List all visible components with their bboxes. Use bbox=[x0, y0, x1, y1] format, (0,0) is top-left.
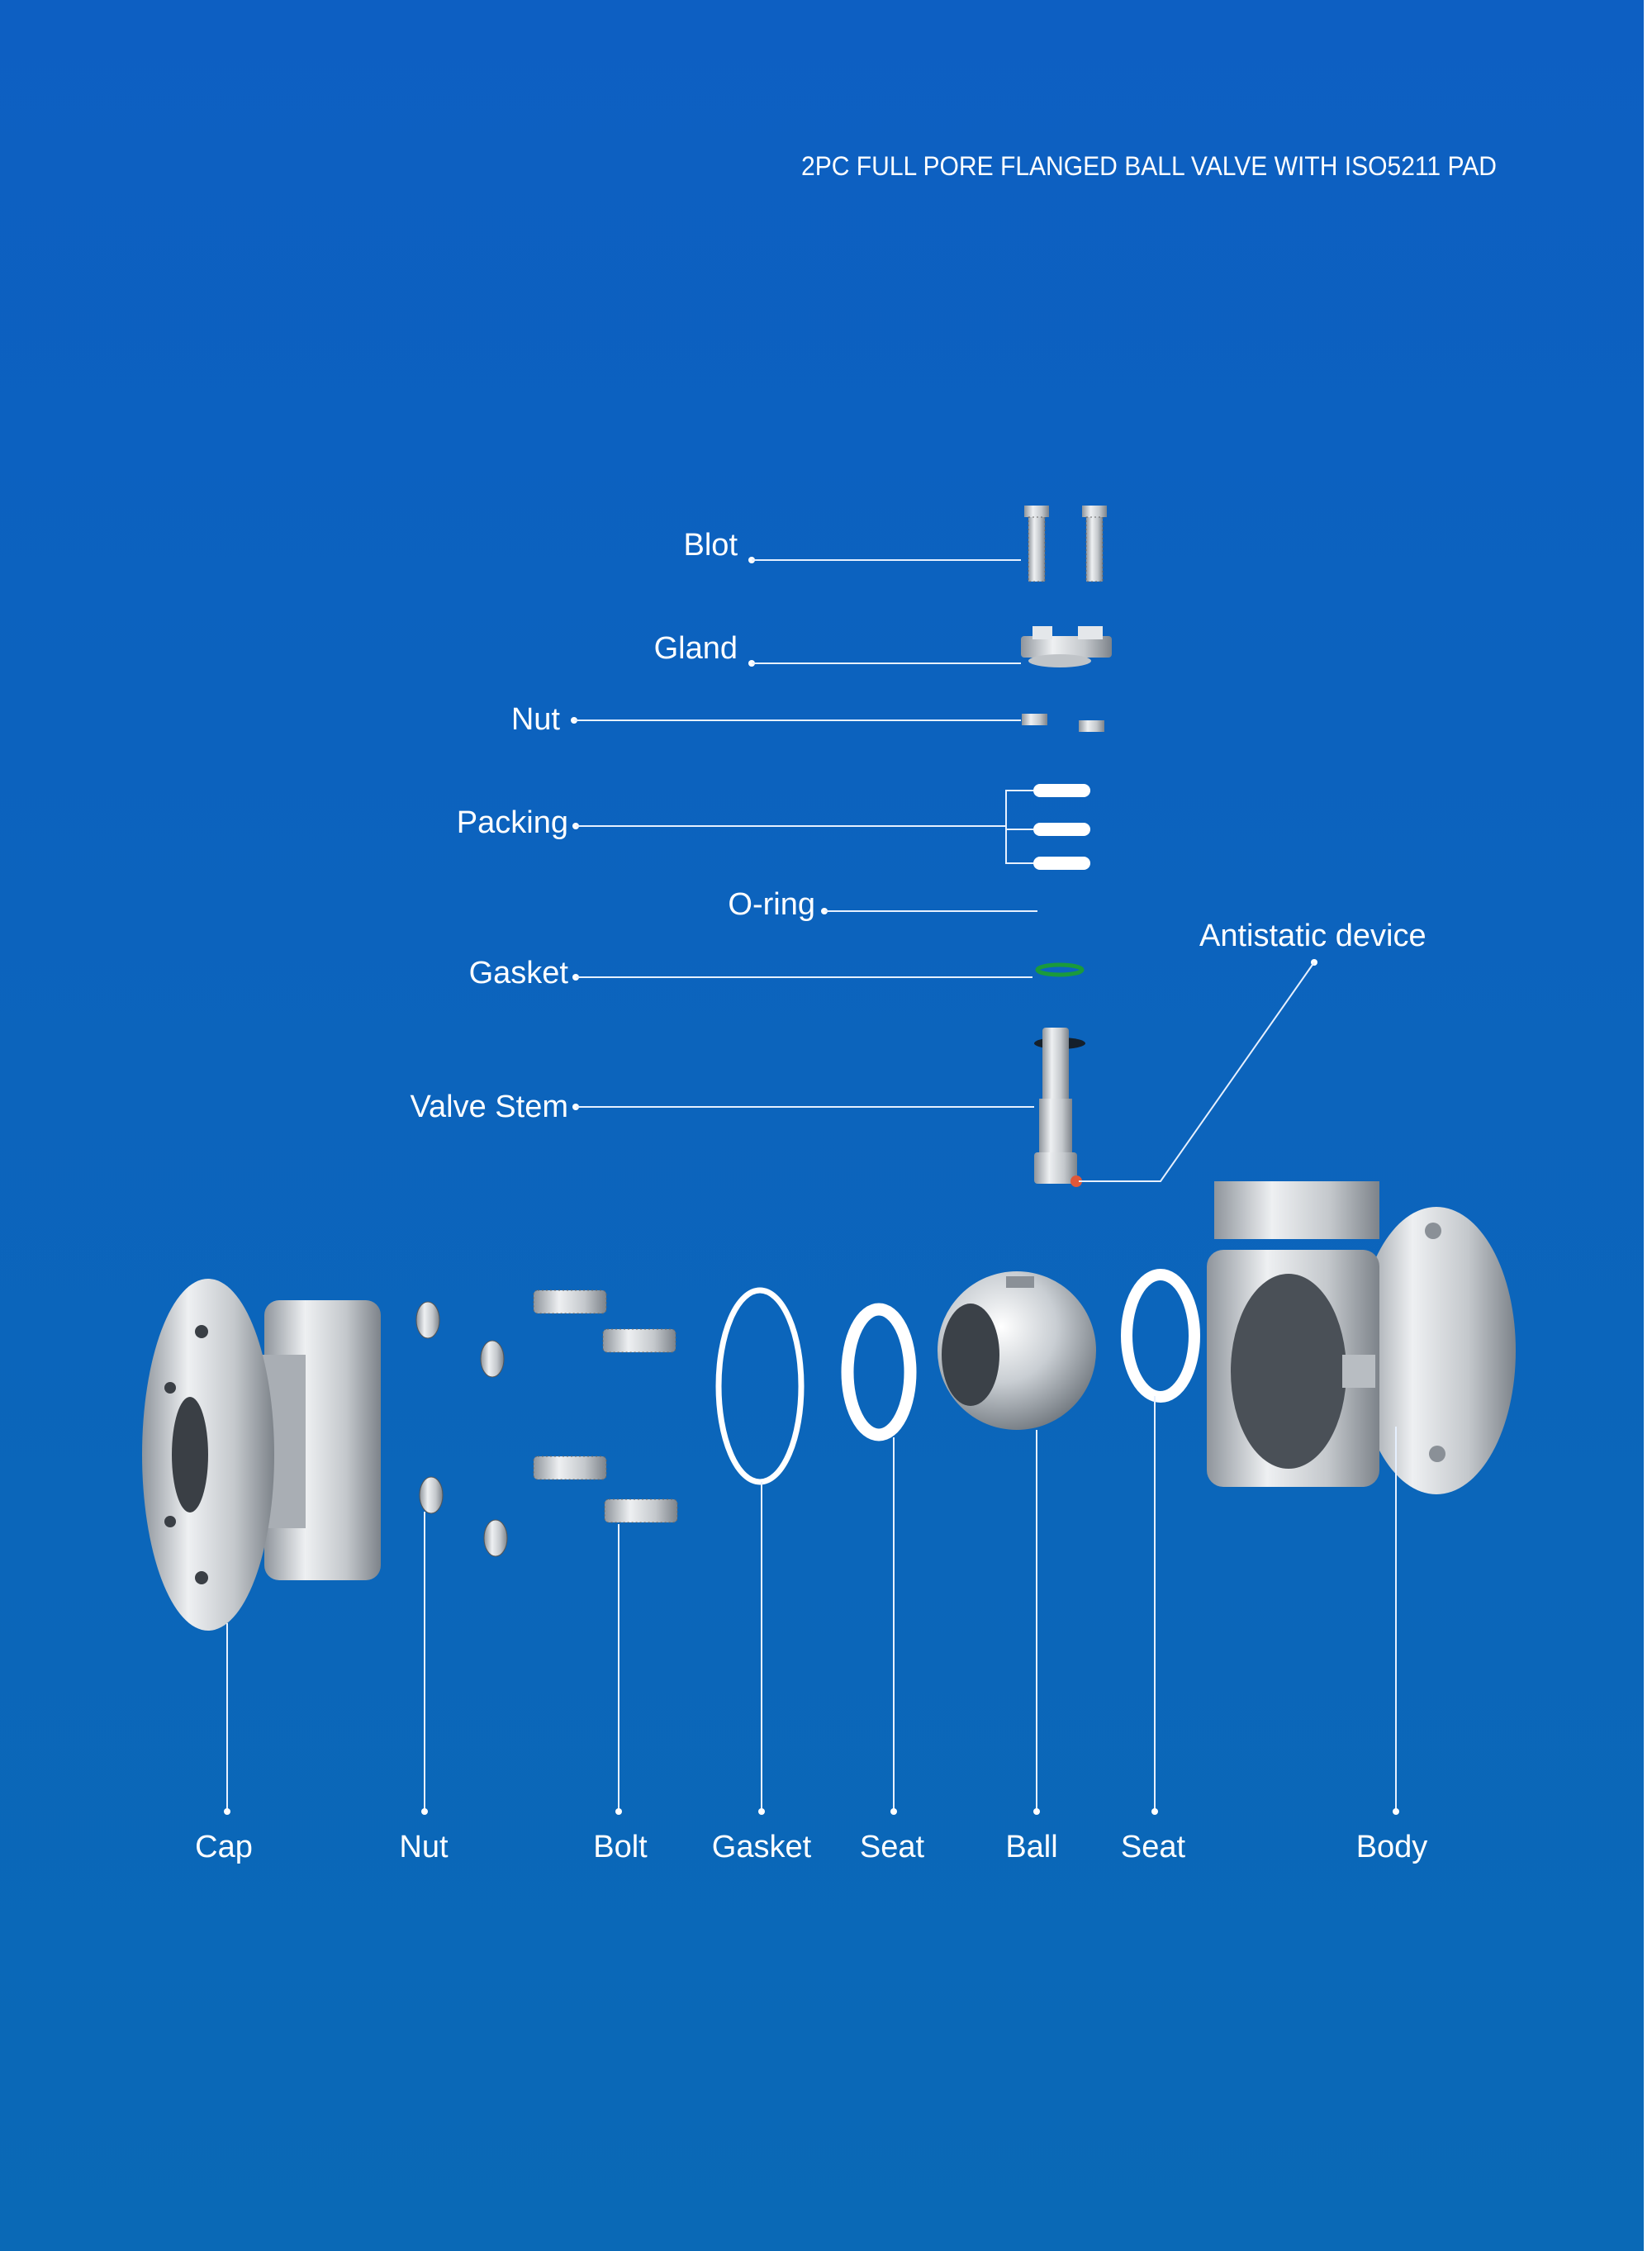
svg-text:Antistatic device: Antistatic device bbox=[1199, 919, 1427, 953]
body-part bbox=[1207, 1181, 1516, 1494]
label-seat-1: Seat bbox=[860, 1437, 925, 1864]
nut-parts bbox=[415, 1301, 508, 1557]
svg-text:Packing: Packing bbox=[457, 805, 568, 840]
svg-text:Ball: Ball bbox=[1005, 1830, 1057, 1864]
nut-part bbox=[1022, 714, 1104, 732]
svg-text:O-ring: O-ring bbox=[728, 887, 815, 922]
label-ball: Ball bbox=[1005, 1430, 1058, 1864]
svg-text:Body: Body bbox=[1356, 1830, 1428, 1864]
label-body: Body bbox=[1356, 1427, 1428, 1864]
seat-part-1 bbox=[841, 1303, 917, 1441]
label-nut-bottom: Nut bbox=[399, 1512, 449, 1864]
svg-text:Gasket: Gasket bbox=[712, 1830, 812, 1864]
label-blot: Blot bbox=[684, 528, 1021, 563]
blot-part bbox=[1024, 506, 1107, 582]
label-bolt: Bolt bbox=[593, 1524, 648, 1864]
label-gasket-bottom: Gasket bbox=[712, 1482, 812, 1864]
label-cap: Cap bbox=[195, 1623, 253, 1864]
label-gland: Gland bbox=[654, 631, 1021, 667]
antistatic-device-dot bbox=[1070, 1175, 1082, 1187]
ball-part bbox=[938, 1271, 1096, 1430]
seat-part-2 bbox=[1121, 1269, 1200, 1403]
svg-text:Nut: Nut bbox=[511, 702, 561, 737]
label-packing: Packing bbox=[457, 790, 1033, 864]
svg-text:Gland: Gland bbox=[654, 631, 738, 666]
packing-part bbox=[1033, 784, 1090, 870]
svg-text:Valve Stem: Valve Stem bbox=[411, 1090, 568, 1124]
label-o-ring: O-ring bbox=[728, 887, 1037, 922]
svg-text:Bolt: Bolt bbox=[593, 1830, 648, 1864]
svg-text:Nut: Nut bbox=[399, 1830, 449, 1864]
label-gasket-top: Gasket bbox=[469, 956, 1032, 990]
svg-text:Blot: Blot bbox=[684, 528, 738, 563]
gasket-part bbox=[715, 1287, 805, 1485]
valve-stem-part bbox=[1034, 1028, 1082, 1187]
label-seat-2: Seat bbox=[1121, 1396, 1186, 1864]
label-valve-stem: Valve Stem bbox=[411, 1090, 1034, 1124]
bolt-parts bbox=[533, 1289, 678, 1523]
svg-text:Seat: Seat bbox=[860, 1830, 925, 1864]
cap-part bbox=[142, 1279, 381, 1631]
svg-text:Gasket: Gasket bbox=[469, 956, 569, 990]
svg-text:Cap: Cap bbox=[195, 1830, 253, 1864]
label-nut-top: Nut bbox=[511, 702, 1021, 737]
label-antistatic-device: Antistatic device bbox=[1079, 919, 1427, 1182]
svg-text:Seat: Seat bbox=[1121, 1830, 1186, 1864]
gland-part bbox=[1021, 626, 1112, 667]
o-ring-part bbox=[1035, 962, 1085, 977]
page-title: 2PC FULL PORE FLANGED BALL VALVE WITH IS… bbox=[801, 151, 1497, 181]
